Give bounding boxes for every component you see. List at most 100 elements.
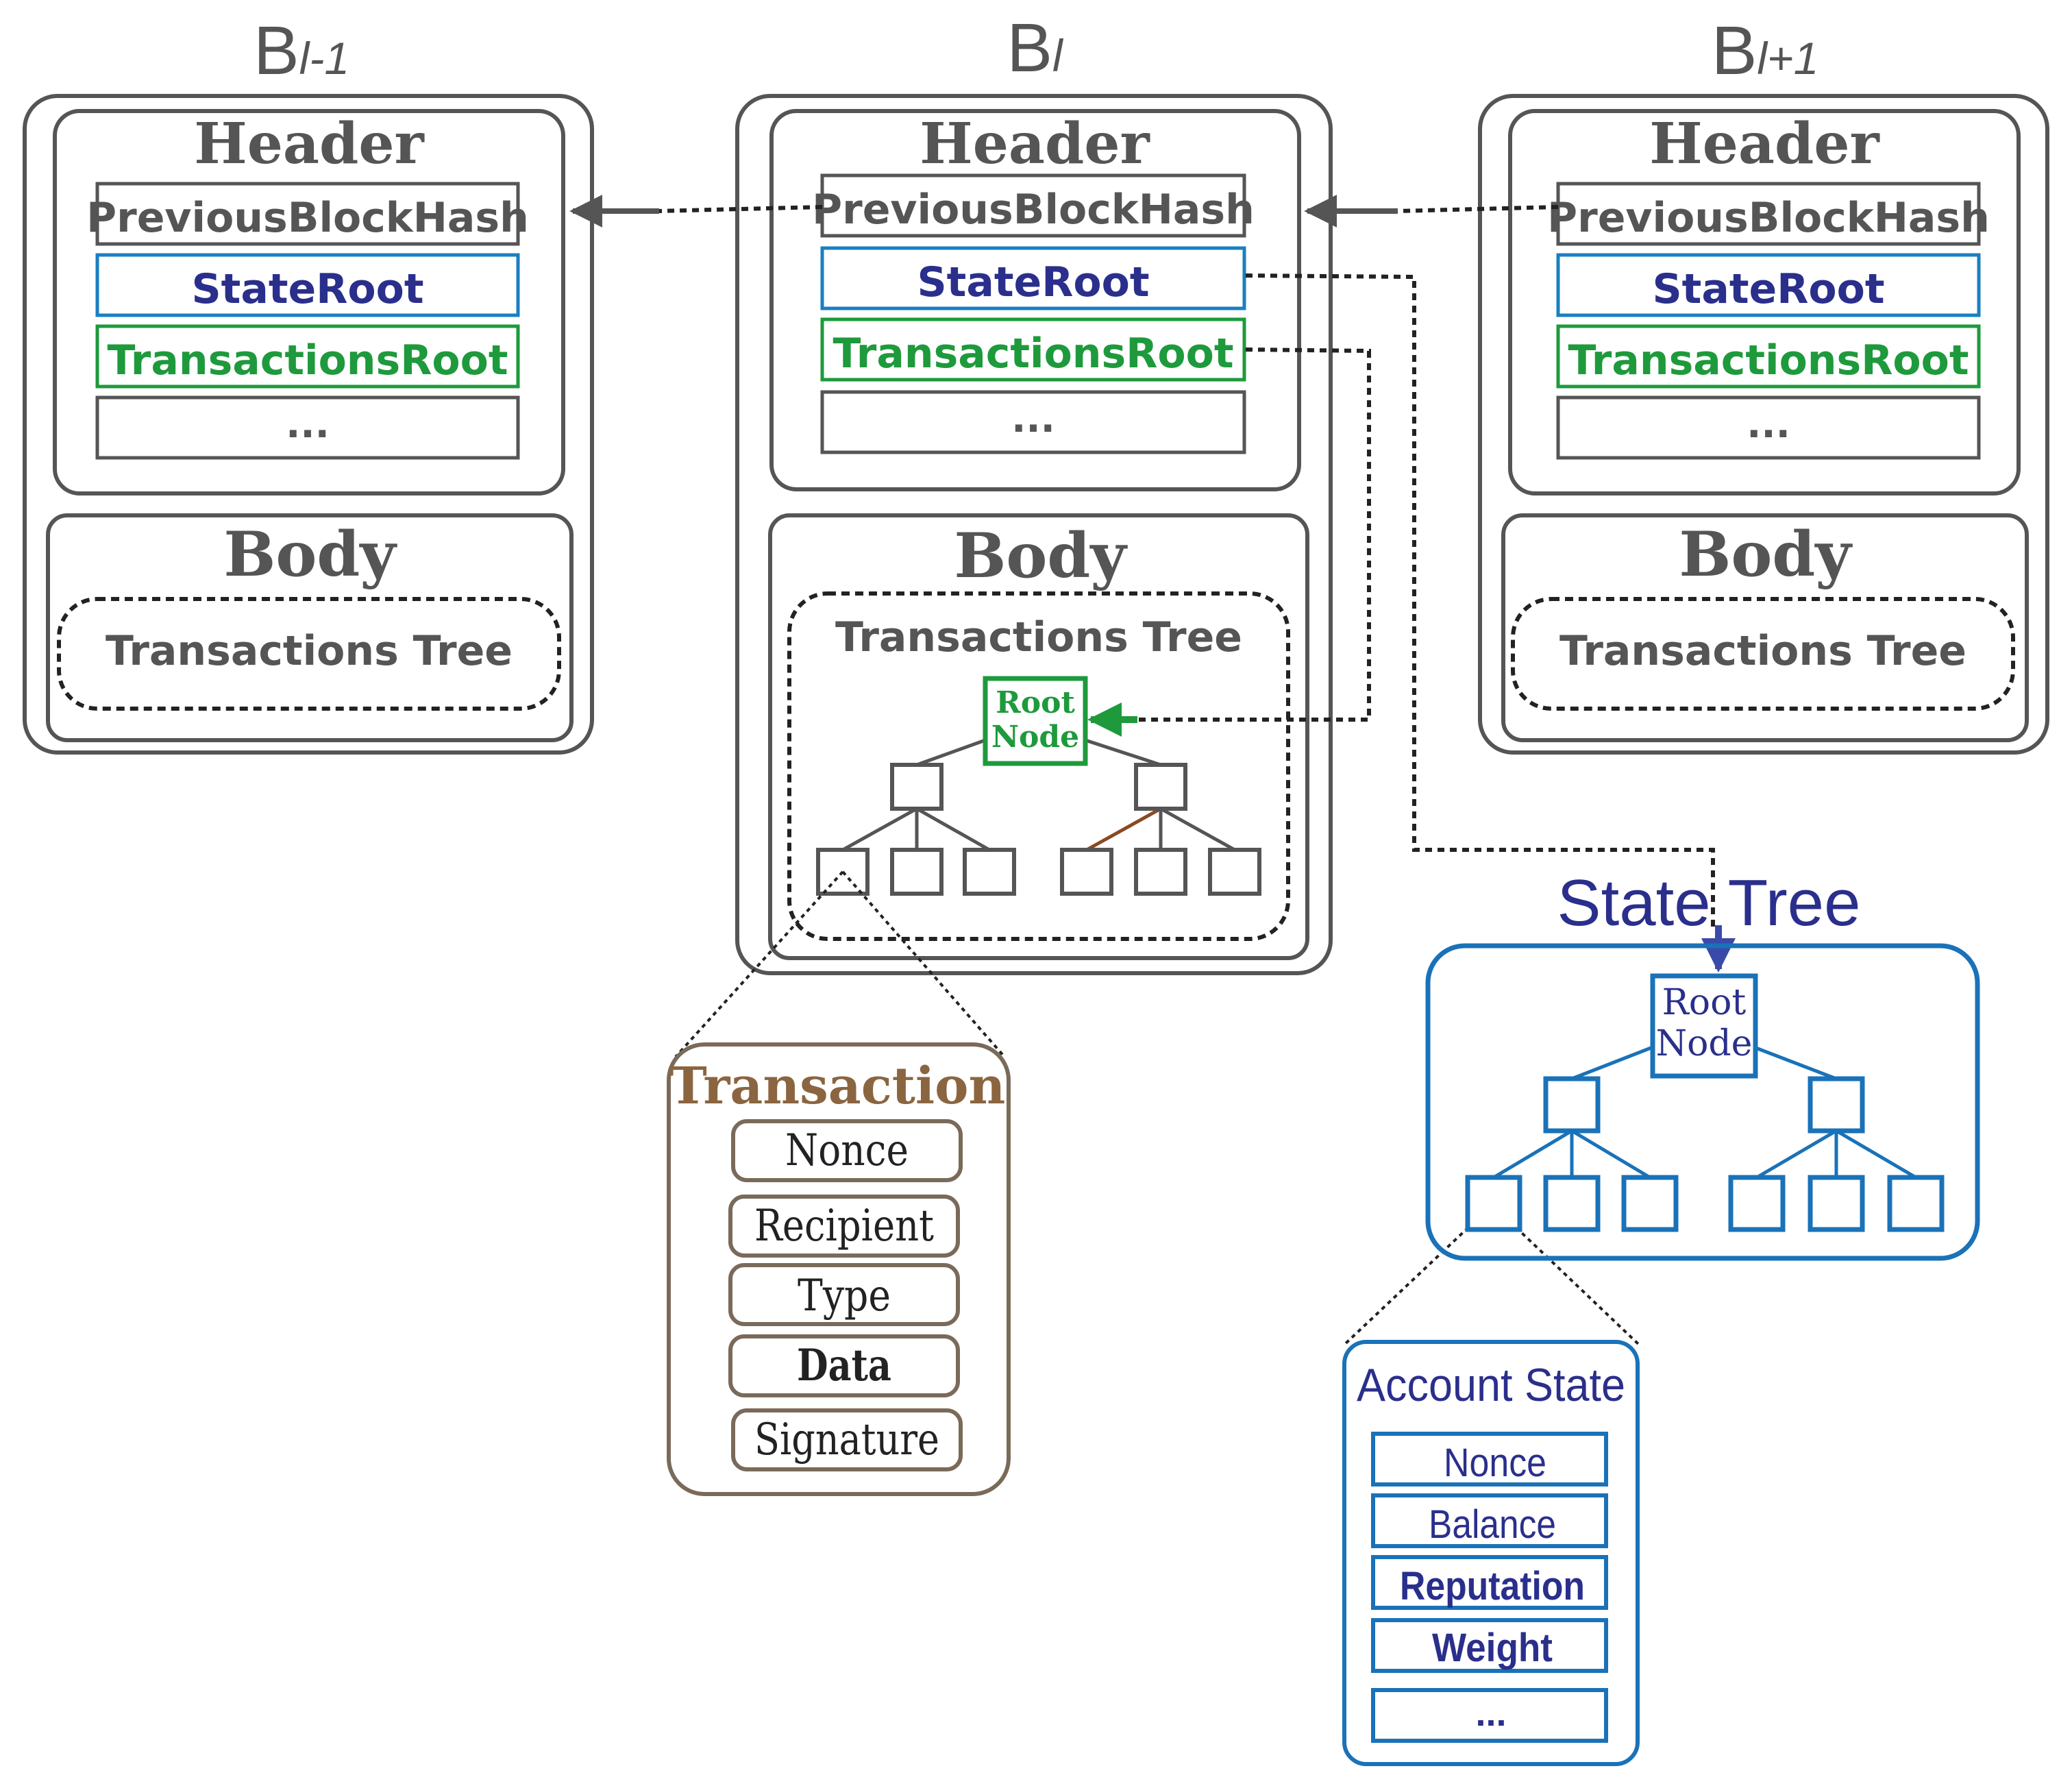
- account-state-field-boxes: [1371, 1432, 1608, 1743]
- block-next-header-title: Header: [1649, 111, 1880, 177]
- transaction-field-recipient: Recipient: [754, 1201, 934, 1251]
- block-current-body-title: Body: [954, 519, 1128, 592]
- arrow-prevhash-next: [1397, 205, 1559, 213]
- transaction-field-signature: Signature: [754, 1415, 939, 1465]
- block-next-tx-tree-label: Transactions Tree: [1559, 627, 1966, 675]
- block-prev-field-txroot-box: [95, 324, 520, 389]
- block-next-field-stateroot-box: [1556, 253, 1981, 317]
- block-current-body-box: [768, 513, 1309, 960]
- tx-tree-nodes: [816, 763, 1261, 896]
- block-current-tx-tree: [787, 591, 1290, 941]
- block-current-field-txroot: TransactionsRoot: [832, 330, 1233, 378]
- tx-tree-root-node: [983, 676, 1088, 766]
- block-prev-tx-tree: [57, 597, 561, 711]
- block-next-body-title: Body: [1679, 518, 1853, 591]
- transaction-field-boxes: [728, 1119, 963, 1471]
- block-next: Bl+1 Header PreviousBlockHash StateRoot …: [1478, 12, 2049, 755]
- transaction-field-nonce: Nonce: [785, 1125, 909, 1176]
- block-prev-field-prevhash: PreviousBlockHash: [86, 194, 529, 242]
- account-state-field-more: ...: [1475, 1693, 1506, 1734]
- block-next-body-box: [1501, 513, 2029, 742]
- block-current-outer: [735, 94, 1333, 975]
- block-prev-field-txroot: TransactionsRoot: [107, 337, 508, 384]
- block-current-tx-tree-label: Transactions Tree: [835, 613, 1242, 661]
- block-prev-body-title: Body: [223, 518, 397, 591]
- block-next-outer: [1478, 94, 2049, 755]
- tx-tree-node: [890, 848, 944, 896]
- block-next-field-txroot-box: [1556, 324, 1981, 389]
- block-prev-tx-tree-label: Transactions Tree: [106, 627, 513, 675]
- tx-tree-root-label-1: Root: [996, 685, 1075, 720]
- transaction-field-data: Data: [797, 1340, 891, 1391]
- tx-tree-node: [1134, 763, 1187, 811]
- block-prev-field-stateroot-box: [95, 253, 520, 317]
- state-tree-node: [1621, 1175, 1679, 1232]
- tx-tree-node: [1208, 848, 1261, 896]
- zoom-line-transaction-left: [674, 870, 844, 1058]
- block-next-field-prevhash: PreviousBlockHash: [1547, 194, 1990, 242]
- block-next-header-box: [1508, 109, 2021, 496]
- block-next-tx-tree: [1511, 597, 2015, 711]
- account-state-title: Account State: [1357, 1359, 1625, 1411]
- state-tree-node: [1808, 1076, 1865, 1134]
- block-current-field-txroot-box: [820, 317, 1246, 382]
- account-state-field-reputation: Reputation: [1400, 1564, 1585, 1608]
- tx-tree-root-label-2: Node: [991, 720, 1079, 755]
- state-tree-box: [1425, 943, 1980, 1261]
- account-state-field-balance: Balance: [1429, 1502, 1556, 1547]
- block-next-field-more: ...: [1747, 402, 1790, 447]
- block-current-field-more: ...: [1011, 397, 1055, 441]
- state-tree-node: [1887, 1175, 1945, 1232]
- tx-tree-node: [890, 763, 944, 811]
- arrow-prevhash-current: [657, 205, 823, 213]
- block-prev-label: Bl-1: [254, 12, 349, 89]
- transaction-field-type: Type: [798, 1271, 891, 1321]
- block-next-field-txroot: TransactionsRoot: [1568, 337, 1969, 384]
- block-prev-header-box: [53, 109, 565, 496]
- tx-tree-edges: [841, 738, 1236, 852]
- block-prev-outer: [23, 94, 594, 755]
- zoom-line-transaction-right: [841, 870, 1006, 1058]
- block-next-field-stateroot: StateRoot: [1652, 265, 1884, 313]
- block-current-field-more-box: [820, 390, 1246, 454]
- state-tree: State Tree Root Node: [1425, 866, 1980, 1261]
- block-current-field-stateroot-box: [820, 246, 1246, 310]
- block-next-label: Bl+1: [1712, 12, 1819, 89]
- arrow-txroot-to-root: [1135, 347, 1371, 722]
- block-next-field-more-box: [1556, 395, 1981, 460]
- state-tree-root-label-2: Node: [1656, 1023, 1753, 1064]
- block-current-header-box: [769, 109, 1301, 491]
- block-prev-field-prevhash-box: [95, 182, 520, 246]
- block-current-field-prevhash-box: [820, 173, 1246, 238]
- state-tree-root-node: [1650, 973, 1758, 1079]
- block-prev: Bl-1 Header PreviousBlockHash StateRoot …: [23, 12, 594, 755]
- block-current-label: Bl: [1007, 10, 1064, 86]
- block-prev-header-title: Header: [194, 111, 425, 177]
- account-state-field-nonce: Nonce: [1444, 1441, 1546, 1485]
- state-tree-nodes: [1465, 1076, 1945, 1232]
- state-tree-node: [1543, 1175, 1601, 1232]
- transaction-title: Transaction: [669, 1057, 1006, 1116]
- account-state-field-weight: Weight: [1432, 1626, 1553, 1670]
- block-next-field-prevhash-box: [1556, 182, 1981, 246]
- tx-tree-node: [1134, 848, 1187, 896]
- tx-tree-node: [963, 848, 1016, 896]
- state-tree-node: [1728, 1175, 1786, 1232]
- block-current-header-title: Header: [920, 111, 1150, 177]
- block-prev-field-more: ...: [286, 402, 330, 447]
- state-tree-node: [1465, 1175, 1522, 1232]
- block-current-field-stateroot: StateRoot: [917, 258, 1149, 306]
- block-current: Bl Header PreviousBlockHash StateRoot Tr…: [735, 10, 1333, 975]
- state-tree-node: [1808, 1175, 1865, 1232]
- arrow-stateroot-to-root: [1245, 273, 1715, 932]
- transaction-detail: Transaction Nonce Recipient Type Data Si…: [667, 1042, 1011, 1496]
- block-current-field-prevhash: PreviousBlockHash: [812, 186, 1255, 234]
- state-tree-node: [1543, 1076, 1601, 1134]
- tx-tree-node: [816, 848, 870, 896]
- state-tree-edges: [1492, 1045, 1917, 1179]
- account-state-detail: Account State Nonce Balance Reputation W…: [1342, 1340, 1640, 1766]
- tx-tree-node: [1060, 848, 1113, 896]
- state-tree-title: State Tree: [1557, 866, 1861, 940]
- block-prev-field-stateroot: StateRoot: [191, 265, 423, 313]
